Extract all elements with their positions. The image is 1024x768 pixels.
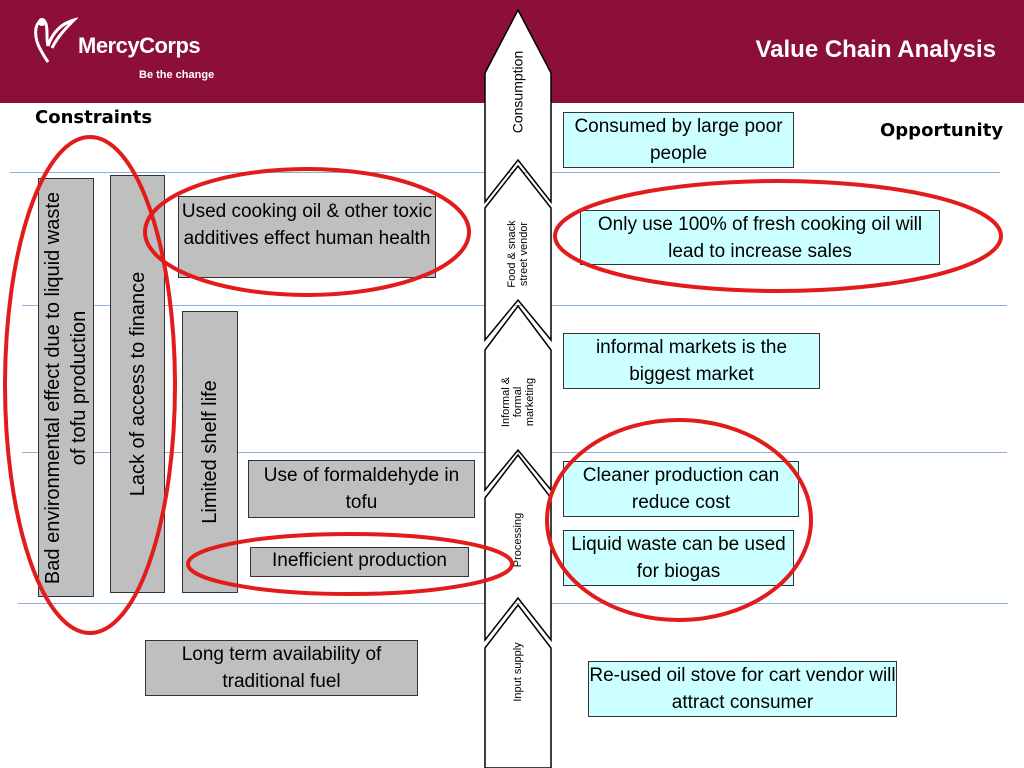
opportunity-box: Re-used oil stove for cart vendor will a… [588, 661, 897, 717]
stage-label-consumption: Consumption [509, 50, 526, 134]
stage-label-input: Input supply [512, 642, 524, 702]
opportunity-heading: Opportunity [880, 120, 1004, 141]
constraint-box: Use of formaldehyde in tofu [248, 460, 475, 518]
logo-name: MercyCorps [78, 33, 201, 58]
constraints-heading: Constraints [35, 107, 153, 128]
constraint-box: Used cooking oil & other toxic additives… [178, 196, 436, 278]
opportunity-box: Cleaner production can reduce cost [563, 461, 799, 517]
constraint-vertical-box: Limited shelf life [182, 311, 238, 593]
stage-chevron-input [484, 603, 552, 768]
constraint-vertical-box: Bad environmental effect due to liquid w… [38, 178, 94, 597]
stage-chevron-vendor [484, 164, 552, 343]
opportunity-box: informal markets is the biggest market [563, 333, 820, 389]
logo-tagline: Be the change [139, 69, 215, 81]
mercycorps-logo-icon [34, 17, 78, 63]
separator-line [22, 305, 1007, 306]
stage-label-processing: Processing [512, 512, 524, 568]
constraint-vertical-text: Limited shelf life [199, 380, 221, 524]
stage-label-marketing: Informal & formal marketing [500, 376, 536, 428]
constraint-vertical-text: Bad environmental effect due to liquid w… [42, 191, 90, 584]
constraint-vertical-text: Lack of access to finance [126, 271, 149, 497]
stage-label-vendor: Food & snack street vendor [506, 220, 530, 288]
constraint-vertical-box: Lack of access to finance [110, 175, 165, 593]
opportunity-box: Liquid waste can be used for biogas [563, 530, 794, 586]
opportunity-box: Only use 100% of fresh cooking oil will … [580, 210, 940, 265]
slide-title: Value Chain Analysis [755, 36, 996, 63]
stage-chevron-consumption [484, 8, 552, 205]
constraint-box: Inefficient production [250, 547, 469, 577]
opportunity-box: Consumed by large poor people [563, 112, 794, 168]
constraint-box: Long term availability of traditional fu… [145, 640, 418, 696]
